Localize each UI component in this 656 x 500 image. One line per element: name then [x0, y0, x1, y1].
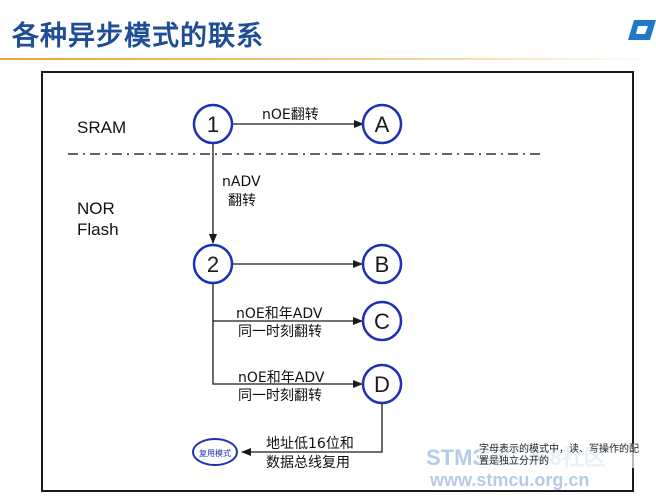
edge-label-1-to-a: nOE翻转 — [262, 107, 319, 123]
svg-text:1: 1 — [207, 112, 219, 137]
svg-text:D: D — [374, 372, 390, 397]
watermark-note: 字母表示的模式中，读、写操作的配置是独立分开的 — [479, 444, 639, 468]
zone-label-flash: Flash — [77, 220, 119, 239]
svg-text:2: 2 — [207, 252, 219, 277]
edge-label-1-to-2-line2: 翻转 — [228, 193, 256, 209]
edge-2-to-d — [212, 321, 363, 388]
zone-label-sram: SRAM — [77, 118, 127, 137]
title-divider — [0, 58, 656, 60]
slide-title: 各种异步模式的联系 — [12, 21, 264, 52]
node-b: B — [361, 243, 403, 285]
edge-label-2-to-c-line2: 同一时刻翻转 — [238, 324, 322, 340]
node-multiplexed-mode: 复用模式 — [192, 438, 238, 466]
zone-label-nor: NOR — [77, 199, 115, 218]
edge-label-1-to-2-line1: nADV — [222, 174, 261, 190]
node-a: A — [361, 103, 403, 145]
svg-text:B: B — [375, 252, 390, 277]
node-1: 1 — [192, 103, 234, 145]
edge-label-2-to-d-line1: nOE和年ADV — [238, 370, 325, 386]
edge-label-2-to-c-line1: nOE和年ADV — [236, 306, 323, 322]
node-d: D — [361, 363, 403, 405]
edge-label-2-to-d-line2: 同一时刻翻转 — [238, 388, 322, 404]
svg-text:A: A — [375, 112, 390, 137]
watermark-url: www.stmcu.org.cn — [430, 470, 590, 490]
st-logo-icon — [628, 20, 656, 40]
edge-label-d-to-mux-line2: 数据总线复用 — [266, 455, 350, 471]
node-2: 2 — [192, 243, 234, 285]
edge-label-d-to-mux-line1: 地址低16位和 — [266, 436, 354, 452]
edge-d-to-mux — [241, 403, 383, 456]
svg-text:复用模式: 复用模式 — [199, 448, 231, 458]
node-c: C — [361, 300, 403, 342]
diagram-frame — [41, 71, 634, 492]
svg-text:C: C — [374, 309, 390, 334]
